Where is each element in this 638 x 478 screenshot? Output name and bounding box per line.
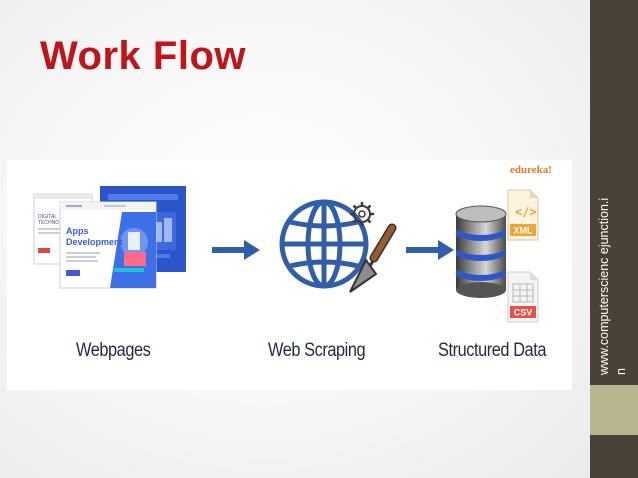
back-page-heading-1: DIGITAL: [38, 214, 57, 220]
flow-arrow-2: [404, 238, 456, 262]
slide-title: Work Flow: [40, 34, 246, 78]
csv-file-icon: CSV: [506, 270, 540, 324]
back-page-heading-2: TECHNOLOG: [38, 220, 70, 226]
trowel-icon: [349, 223, 397, 293]
xml-file-icon: </> XML: [506, 188, 540, 242]
web-scraping-icon: [276, 190, 398, 300]
database-icon: [452, 204, 510, 300]
front-page-heading-1: Apps: [66, 226, 89, 236]
xml-badge: XML: [514, 226, 534, 236]
sidebar-accent: [590, 385, 638, 435]
sidebar-url: www.computerscienc ejunction.in: [594, 195, 634, 375]
stage-label-structured-data: Structured Data: [438, 340, 546, 361]
stage-label-webpages: Webpages: [76, 340, 151, 361]
webpages-icon: DIGITAL TECHNOLOG Apps Development: [30, 182, 190, 292]
sidebar-url-text: www.computerscienc ejunction.in: [597, 197, 628, 375]
front-page-heading-2: Development: [66, 237, 123, 247]
flow-arrow-1: [210, 238, 262, 262]
csv-badge: CSV: [514, 308, 533, 318]
svg-text:</>: </>: [515, 205, 537, 219]
edureka-logo: edureka!: [510, 164, 552, 176]
stage-label-web-scraping: Web Scraping: [268, 340, 366, 361]
gear-icon: [350, 202, 374, 226]
